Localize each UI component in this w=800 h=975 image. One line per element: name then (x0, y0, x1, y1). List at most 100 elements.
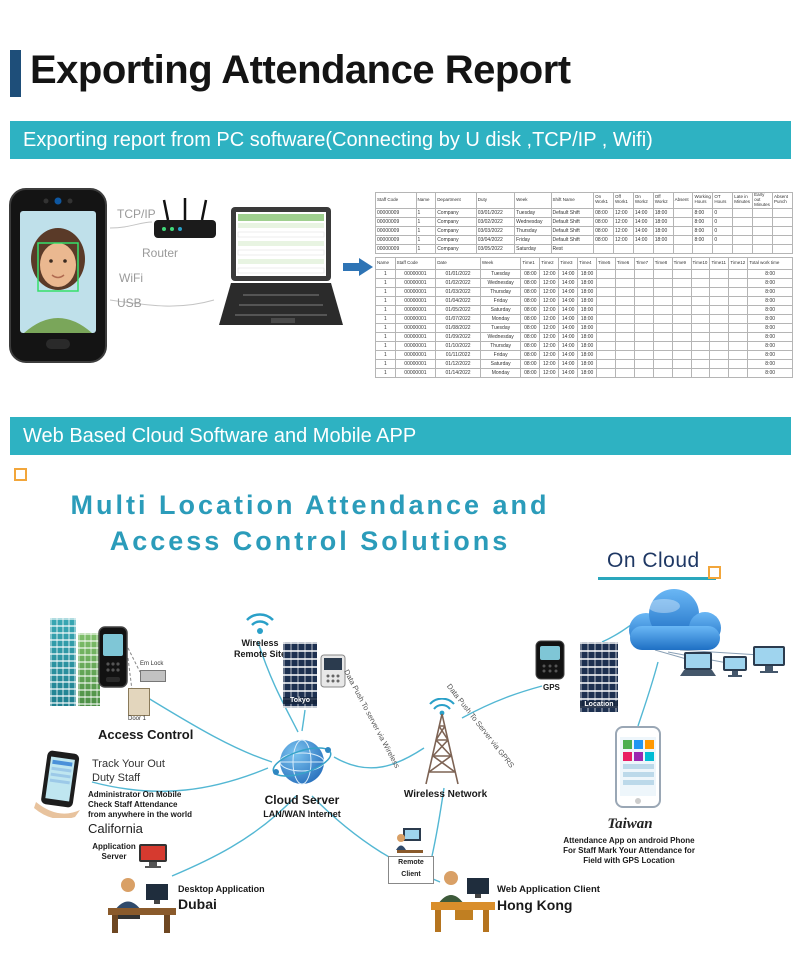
taiwan-phone-icon (615, 726, 661, 808)
door-label: Door 1 (128, 716, 147, 722)
banner-pc-software: Exporting report from PC software(Connec… (10, 121, 791, 159)
tokyo-terminal-icon (320, 654, 346, 688)
taiwan-desc-line3: Field with GPS Location (583, 856, 675, 865)
wireless-line2: Remote Site (233, 649, 286, 660)
admin-line2: Check Staff Attendance (88, 800, 178, 809)
remote-client-mini-icon (395, 826, 425, 854)
access-control-label: Access Control (98, 727, 194, 742)
face-terminal-device (8, 187, 108, 364)
desktop-application-label: Desktop Application (178, 884, 265, 894)
gps-terminal-icon (535, 640, 565, 680)
wifi-icon (243, 610, 277, 636)
dubai-desk-person-icon (102, 872, 182, 934)
title-accent-bar (10, 50, 21, 97)
office-building-icon-1 (50, 618, 76, 706)
tokyo-label: Tokyo (283, 697, 317, 704)
label-usb: USB (117, 296, 142, 310)
track-line1: Track Your Out (92, 758, 165, 770)
page-title: Exporting Attendance Report (30, 48, 571, 92)
cloud-monitor-icon-1 (722, 655, 748, 679)
hand-phone-icon (30, 750, 92, 818)
taiwan-description: Attendance App on android Phone For Staf… (540, 836, 718, 866)
cloud-icon (612, 580, 737, 658)
label-router: Router (142, 246, 179, 260)
cloud-server-label: Cloud Server (264, 793, 340, 807)
router-icon (150, 198, 220, 246)
title-line-2: Access Control Solutions (109, 526, 511, 556)
banner-pc-text: Exporting report from PC software(Connec… (23, 129, 653, 151)
application-server-label: Application Server (92, 842, 136, 862)
admin-line3: from anywhere in the world (88, 810, 193, 819)
decor-orange-square-right (708, 566, 721, 579)
tokyo-building-icon: Tokyo (283, 642, 317, 708)
cloud-laptop-icon (678, 650, 718, 678)
title-line-1: Multi Location Attendance and (70, 490, 550, 520)
label-wifi: WiFi (119, 271, 143, 285)
radio-tower-icon (416, 698, 468, 786)
wireless-remote-site-label: Wireless Remote Site (228, 638, 292, 661)
export-arrow-icon (343, 258, 373, 276)
remote-line1: Remote (398, 859, 424, 866)
door-icon (128, 688, 150, 716)
access-control-device-icon (98, 626, 128, 688)
wireless-line1: Wireless (241, 638, 279, 648)
taiwan-desc-line2: For Staff Mark Your Attendance for (563, 846, 695, 855)
remote-line2: Client (401, 871, 421, 878)
taiwan-desc-line1: Attendance App on android Phone (563, 836, 695, 845)
california-label: California (88, 821, 143, 836)
decor-orange-square-left (14, 468, 27, 481)
admin-description: Administrator On Mobile Check Staff Atte… (88, 790, 192, 820)
app-server-line2: Server (101, 852, 127, 861)
label-tcpip: TCP/IP (117, 207, 156, 221)
hong-kong-label: Hong Kong (497, 897, 573, 913)
lan-wan-label: LAN/WAN Internet (263, 809, 341, 819)
laptop-icon (213, 205, 348, 333)
banner-cloud-text: Web Based Cloud Software and Mobile APP (23, 425, 417, 447)
on-cloud-label: On Cloud (607, 549, 700, 572)
hongkong-desk-person-icon (425, 864, 501, 934)
admin-line1: Administrator On Mobile (88, 790, 182, 799)
em-lock-icon (140, 670, 166, 682)
dubai-label: Dubai (178, 896, 217, 912)
wireless-network-label: Wireless Network (403, 789, 488, 800)
cloud-monitor-icon-2 (752, 645, 786, 675)
web-application-client-label: Web Application Client (497, 884, 600, 895)
em-lock-label: Em Lock (140, 661, 164, 667)
cloud-diagram-title: Multi Location Attendance and Access Con… (55, 487, 565, 559)
office-building-icon-2 (78, 633, 100, 706)
remote-client-box: Remote Client (388, 856, 434, 884)
cloud-server-globe-icon (270, 730, 334, 794)
on-cloud-underline (598, 577, 716, 580)
server-monitor-icon (138, 843, 168, 869)
track-line2: Duty Staff (92, 772, 141, 784)
location-label: Location (580, 701, 618, 708)
location-building-icon: Location (580, 642, 618, 712)
gps-label: GPS (543, 683, 560, 692)
app-server-line1: Application (92, 842, 136, 851)
taiwan-label: Taiwan (607, 816, 653, 832)
data-push-wireless-label: Data Push To server via Wireless (342, 668, 402, 770)
banner-cloud-software: Web Based Cloud Software and Mobile APP (10, 417, 791, 455)
